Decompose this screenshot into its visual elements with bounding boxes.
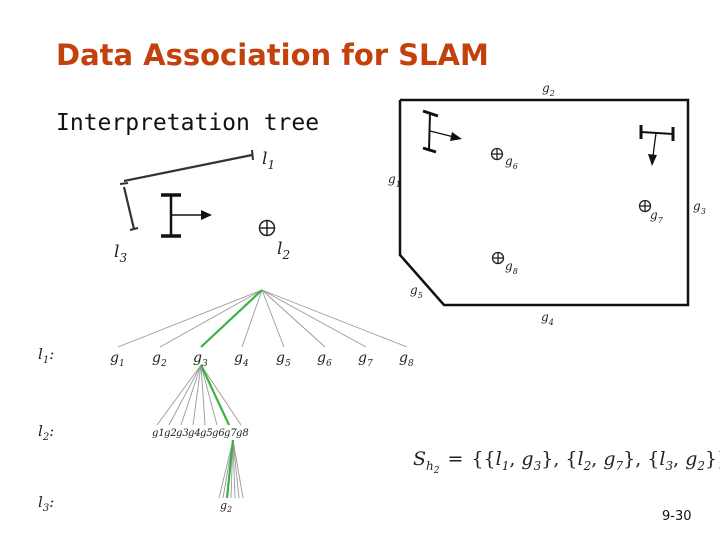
- map-sketch: g1 g2 g3 g4 g5 g6 g7 g8: [388, 81, 706, 327]
- tree-l2-node-g6: g6: [212, 428, 225, 439]
- tree-node-g2: g2: [152, 350, 167, 369]
- robot-pose-2-icon: [639, 125, 675, 166]
- robot-pose-icon: [161, 193, 212, 238]
- tree-level-label-l3: l3:: [38, 493, 54, 514]
- tree-l2-node-g5: g5: [200, 428, 213, 439]
- landmark-l1-segment: [123, 153, 253, 183]
- tree-level-label-l2: l2:: [38, 422, 54, 443]
- feature-label-g7: g7: [650, 208, 664, 225]
- point-landmark-l2-icon: [258, 219, 276, 237]
- tree-level-label-l1: l1:: [38, 345, 54, 366]
- feature-label-g6: g6: [505, 154, 518, 171]
- landmark-label-l2: l2: [277, 239, 290, 262]
- tree-selected-branch-g3: [200, 289, 263, 348]
- feature-label-g8: g8: [505, 259, 518, 276]
- interpretation-tree: l1: l2: l3: g1 g2 g3 g4 g5 g6 g7 g8: [38, 289, 414, 514]
- hypothesis-formula: Sh2={{l1, g3}, {l2, g7}, {l3, g2}}: [413, 448, 720, 476]
- landmark-l3-tick: [129, 227, 139, 231]
- landmark-l1-tick: [251, 149, 254, 161]
- feature-label-g4: g4: [541, 310, 554, 327]
- tree-l2-node-g8: g8: [236, 428, 249, 439]
- tree-node-g6: g6: [317, 350, 332, 369]
- page-number: 9-30: [662, 509, 692, 524]
- tree-l3-node-g2: g2: [220, 499, 232, 514]
- tree-root-branches: [117, 289, 408, 348]
- tree-level1-labels: g1 g2 g3 g4 g5 g6 g7 g8: [110, 350, 414, 369]
- tree-l2-node-g1: g1: [152, 428, 165, 439]
- landmark-label-l1: l1: [262, 149, 275, 172]
- tree-node-g7: g7: [358, 350, 373, 369]
- tree-node-g1: g1: [110, 350, 125, 369]
- feature-label-g5: g5: [410, 283, 423, 300]
- slide-title: Data Association for SLAM: [56, 38, 489, 72]
- robot-pose-1-icon: [422, 109, 462, 154]
- feature-label-g2: g2: [542, 81, 555, 98]
- slide-subtitle: Interpretation tree: [56, 110, 320, 136]
- tree-node-g4: g4: [234, 350, 249, 369]
- tree-node-g3: g3: [193, 350, 208, 369]
- feature-g6-icon: [490, 147, 504, 161]
- tree-level2-labels: g1 g2 g3 g4 g5 g6 g7 g8: [152, 428, 249, 439]
- tree-l2-node-g7: g7: [224, 428, 237, 439]
- landmark-sketch: l1 l2 l3: [114, 149, 290, 265]
- feature-label-g3: g3: [693, 199, 706, 216]
- tree-selected-branch-g7: [200, 364, 230, 426]
- tree-node-g8: g8: [399, 350, 414, 369]
- feature-label-g1: g1: [388, 172, 401, 189]
- tree-l2-node-g3: g3: [176, 428, 189, 439]
- landmark-l3-segment: [122, 186, 136, 230]
- tree-g3-branches: [156, 364, 242, 426]
- landmark-label-l3: l3: [114, 242, 127, 265]
- map-boundary: [398, 98, 690, 307]
- feature-g8-icon: [491, 251, 505, 265]
- landmark-l1-end-tick: [119, 182, 129, 185]
- feature-g7-icon: [638, 199, 652, 213]
- tree-selected-branch-g2: [225, 439, 235, 499]
- tree-l2-node-g2: g2: [164, 428, 177, 439]
- tree-l2-node-g4: g4: [188, 428, 201, 439]
- tree-node-g5: g5: [276, 350, 291, 369]
